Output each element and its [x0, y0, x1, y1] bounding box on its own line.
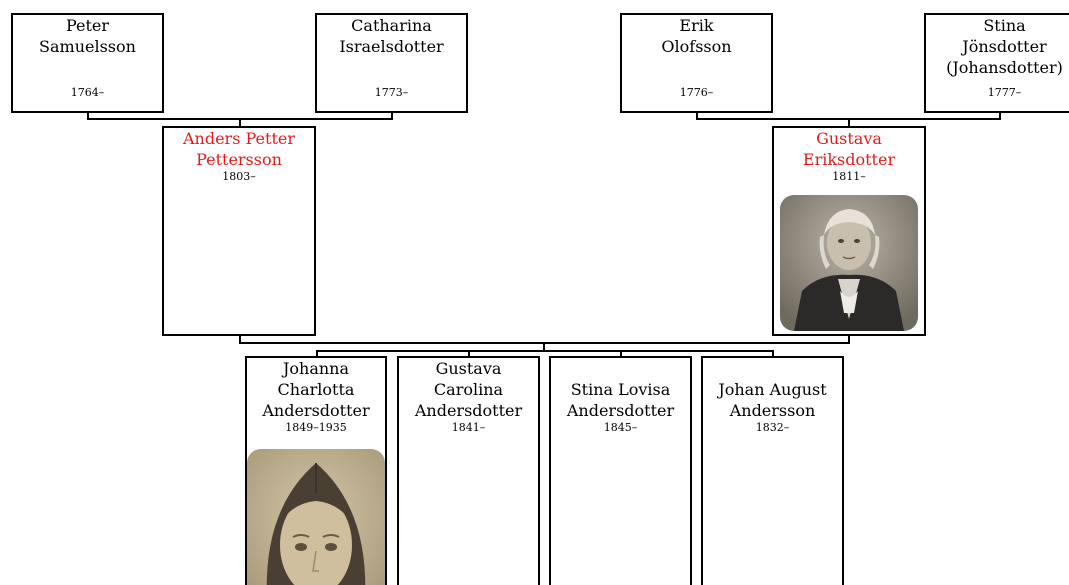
- person-name: Gustava Eriksdotter: [802, 129, 896, 169]
- person-name: Johanna Charlotta Andersdotter: [262, 359, 370, 420]
- person-name: Stina Jönsdotter (Johansdotter): [946, 16, 1063, 77]
- person-card-stina-jonsdotter[interactable]: Stina Jönsdotter (Johansdotter) 1777–: [924, 13, 1069, 113]
- person-name: Anders Petter Pettersson: [182, 129, 295, 169]
- person-card-peter-samuelsson[interactable]: Peter Samuelsson 1764–: [11, 13, 164, 113]
- person-dates: 1811–: [832, 170, 866, 183]
- person-dates: 1849–1935: [285, 421, 347, 434]
- person-card-stina-lovisa-andersdotter[interactable]: Stina Lovisa Andersdotter 1845–: [549, 356, 692, 585]
- person-dates: 1764–: [70, 86, 105, 99]
- connector-erik-down: [696, 111, 698, 119]
- connector-child-johanna: [316, 350, 318, 357]
- portrait-photo-johanna: [247, 449, 385, 585]
- connector-child-gustava-carolina: [468, 350, 470, 357]
- connector-gustava-down: [848, 334, 850, 343]
- person-dates: 1777–: [987, 86, 1022, 99]
- person-dates: 1832–: [755, 421, 790, 434]
- person-dates: 1845–: [603, 421, 638, 434]
- person-dates: 1773–: [374, 86, 409, 99]
- person-name: Peter Samuelsson: [39, 16, 136, 56]
- person-name: Erik Olofsson: [661, 16, 732, 56]
- person-card-erik-olofsson[interactable]: Erik Olofsson 1776–: [620, 13, 773, 113]
- connector-family-down: [543, 342, 545, 351]
- person-dates: 1841–: [451, 421, 486, 434]
- person-card-anders-petter-pettersson[interactable]: Anders Petter Pettersson 1803–: [162, 126, 316, 336]
- person-dates: 1803–: [222, 170, 256, 183]
- person-name: Stina Lovisa Andersdotter: [566, 380, 675, 420]
- portrait-photo-gustava: [780, 195, 918, 331]
- person-card-johan-august-andersson[interactable]: Johan August Andersson 1832–: [701, 356, 844, 585]
- person-name: Gustava Carolina Andersdotter: [414, 359, 523, 420]
- person-name: Johan August Andersson: [718, 380, 827, 420]
- connector-peter-down: [87, 111, 89, 119]
- connector-to-gustava: [848, 118, 850, 127]
- person-card-gustava-eriksdotter[interactable]: Gustava Eriksdotter 1811–: [772, 126, 926, 336]
- person-card-catharina-israelsdotter[interactable]: Catharina Israelsdotter 1773–: [315, 13, 468, 113]
- person-card-johanna-charlotta-andersdotter[interactable]: Johanna Charlotta Andersdotter 1849–1935: [245, 356, 387, 585]
- person-card-gustava-carolina-andersdotter[interactable]: Gustava Carolina Andersdotter 1841–: [397, 356, 540, 585]
- connector-stina-down: [999, 111, 1001, 119]
- connector-anders-down: [239, 334, 241, 343]
- connector-children-bar: [316, 350, 774, 352]
- connector-child-johan-august: [772, 350, 774, 357]
- person-dates: 1776–: [679, 86, 714, 99]
- connector-to-anders: [239, 118, 241, 127]
- connector-child-stina-lovisa: [620, 350, 622, 357]
- person-name: Catharina Israelsdotter: [339, 16, 444, 56]
- connector-catharina-down: [391, 111, 393, 119]
